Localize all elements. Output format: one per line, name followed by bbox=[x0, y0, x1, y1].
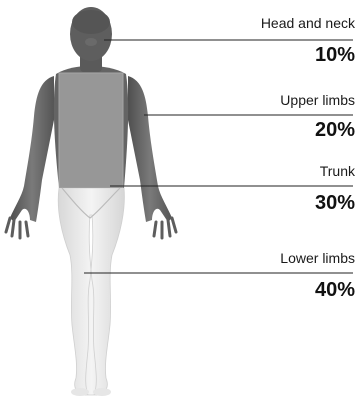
label-head-and-neck: Head and neck bbox=[261, 15, 355, 31]
percent-upper-limbs: 20% bbox=[315, 119, 355, 141]
percent-head-and-neck: 10% bbox=[315, 44, 355, 66]
label-lower-limbs: Lower limbs bbox=[280, 250, 355, 266]
label-upper-limbs: Upper limbs bbox=[280, 92, 355, 108]
label-trunk: Trunk bbox=[320, 163, 355, 179]
lower-limbs bbox=[58, 188, 124, 396]
percent-trunk: 30% bbox=[315, 192, 355, 214]
percent-lower-limbs: 40% bbox=[315, 279, 355, 301]
